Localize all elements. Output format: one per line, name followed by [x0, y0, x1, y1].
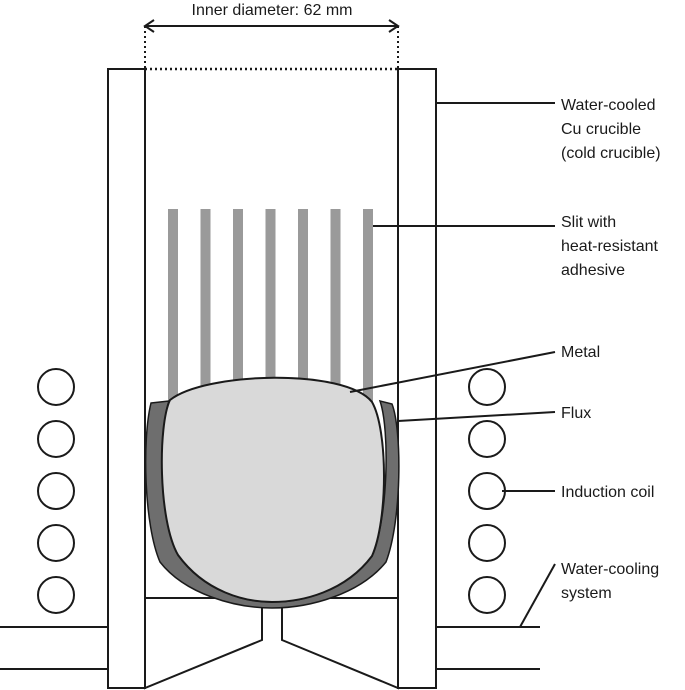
- crucible-wall-left: [107, 68, 146, 689]
- water-cooling-pipes: [0, 626, 540, 670]
- coil-turn-right-5: [468, 576, 506, 614]
- slit-5: [298, 209, 308, 405]
- label-crucible: Water-cooled Cu crucible (cold crucible): [561, 97, 661, 162]
- coil-turn-left-1: [37, 368, 75, 406]
- leader-cooling: [519, 563, 556, 628]
- label-water-cooling-line2: system: [561, 585, 612, 602]
- crucible-walls: [107, 68, 437, 689]
- label-slit-line3: adhesive: [561, 262, 625, 279]
- slit-1: [168, 209, 178, 405]
- label-water-cooling-line1: Water-cooling: [561, 561, 659, 578]
- coil-turn-right-3: [468, 472, 506, 510]
- label-slit: Slit with heat-resistant adhesive: [561, 214, 662, 279]
- dimension-label-bg: [172, 0, 372, 20]
- leader-flux: [397, 411, 556, 422]
- induction-coil-left: [37, 368, 75, 614]
- coil-turn-right-4: [468, 524, 506, 562]
- slit-2: [200, 209, 211, 405]
- inner-diameter-dimension: Inner diameter: 62 mm: [143, 0, 400, 71]
- slit-3: [233, 209, 243, 405]
- label-water-cooling: Water-cooling system: [561, 561, 664, 602]
- metal-ingot: [160, 376, 385, 604]
- leader-lines: [349, 102, 556, 628]
- leader-metal: [349, 351, 556, 393]
- coil-turn-left-4: [37, 524, 75, 562]
- label-crucible-line3: (cold crucible): [561, 145, 661, 162]
- label-induction-coil: Induction coil: [561, 484, 654, 501]
- crucible-slits: [168, 209, 373, 405]
- coil-turn-right-2: [468, 420, 506, 458]
- slit-4: [265, 209, 276, 405]
- annotation-labels: Water-cooled Cu crucible (cold crucible)…: [561, 97, 664, 602]
- label-slit-line2: heat-resistant: [561, 238, 658, 255]
- label-crucible-line2: Cu crucible: [561, 121, 641, 138]
- label-flux: Flux: [561, 405, 591, 422]
- coil-turn-left-2: [37, 420, 75, 458]
- slit-6: [330, 209, 341, 405]
- coil-turn-left-5: [37, 576, 75, 614]
- crucible-bottom: [144, 597, 399, 690]
- coil-turn-right-1: [468, 368, 506, 406]
- label-crucible-line1: Water-cooled: [561, 97, 656, 114]
- dimension-label: Inner diameter: 62 mm: [192, 2, 353, 19]
- label-slit-line1: Slit with: [561, 214, 616, 231]
- slit-7: [363, 209, 373, 405]
- induction-coil-right: [468, 368, 506, 614]
- coil-turn-left-3: [37, 472, 75, 510]
- label-metal: Metal: [561, 344, 600, 361]
